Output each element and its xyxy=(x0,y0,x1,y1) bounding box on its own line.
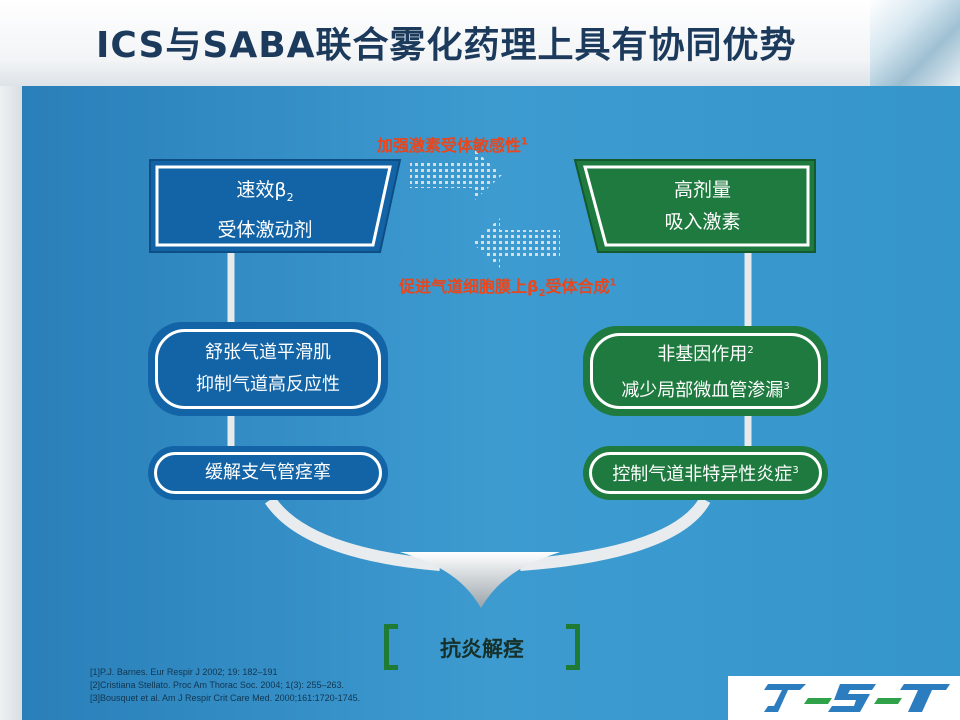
page-title: ICS与SABA联合雾化药理上具有协同优势 xyxy=(96,25,797,66)
left-bottom-pill: 缓解支气管痉挛 xyxy=(148,446,388,500)
references: [1]P.J. Barnes. Eur Respir J 2002; 19: 1… xyxy=(90,666,360,705)
right-mid-pill: 非基因作用2 减少局部微血管渗漏3 xyxy=(583,326,828,416)
bottom-arrow-sub: 2 xyxy=(538,288,546,300)
right-bracket xyxy=(566,624,580,670)
left-box-line1-text: 速效β xyxy=(236,179,287,201)
right-mid-line2: 减少局部微血管渗漏3 xyxy=(621,371,789,407)
right-box-text: 高剂量 吸入激素 xyxy=(600,174,805,238)
left-bracket xyxy=(384,624,398,670)
left-bottom-pill-border xyxy=(154,452,382,494)
right-mid-text: 非基因作用2 减少局部微血管渗漏3 xyxy=(621,335,789,407)
right-mid-pill-border xyxy=(590,333,821,409)
result-box: 抗炎解痉 xyxy=(384,624,580,670)
reference-1: [1]P.J. Barnes. Eur Respir J 2002; 19: 1… xyxy=(90,667,278,677)
bottom-arrow-ref: 1 xyxy=(609,277,617,289)
left-mid-text: 舒张气道平滑肌 抑制气道高反应性 xyxy=(196,337,340,401)
header-bar: ICS与SABA联合雾化药理上具有协同优势 xyxy=(0,0,960,86)
right-mid-line1: 非基因作用2 xyxy=(621,335,789,371)
right-bottom-pill: 控制气道非特异性炎症3 xyxy=(583,446,828,500)
right-box-line2: 吸入激素 xyxy=(664,211,741,233)
top-arrow-ref: 1 xyxy=(521,136,528,148)
logo-graphic xyxy=(764,684,950,712)
reference-2: [2]Cristiana Stellato. Proc Am Thorac So… xyxy=(90,680,344,690)
left-box-line1: 速效β2 xyxy=(160,174,370,214)
top-arrow-label: 加强激素受体敏感性1 xyxy=(377,132,528,156)
top-arrow-text: 加强激素受体敏感性 xyxy=(377,136,522,155)
left-margin-strip xyxy=(0,86,22,720)
right-mid-line1-text: 非基因作用 xyxy=(657,344,748,365)
result-text: 抗炎解痉 xyxy=(440,637,524,661)
right-bottom-text-main: 控制气道非特异性炎症 xyxy=(612,464,793,485)
company-logo xyxy=(728,676,960,720)
right-bottom-text: 控制气道非特异性炎症3 xyxy=(612,455,798,491)
left-mid-line1: 舒张气道平滑肌 xyxy=(205,342,331,363)
right-bottom-pill-border xyxy=(589,452,822,494)
right-mid-line1-ref: 2 xyxy=(747,345,754,356)
left-mid-pill-border xyxy=(155,329,381,409)
right-box-line1: 高剂量 xyxy=(673,179,731,201)
bottom-arrow-label: 促进气道细胞膜上β2受体合成1 xyxy=(399,273,616,299)
left-box-line2: 受体激动剂 xyxy=(217,218,313,241)
right-bottom-ref: 3 xyxy=(792,465,799,476)
left-box-line1-sub: 2 xyxy=(286,190,294,204)
reference-3: [3]Bousquet et al. Am J Respir Crit Care… xyxy=(90,693,361,703)
left-box-text: 速效β2 受体激动剂 xyxy=(160,174,370,246)
left-mid-pill: 舒张气道平滑肌 抑制气道高反应性 xyxy=(148,322,388,416)
bottom-arrow-text: 促进气道细胞膜上β xyxy=(399,277,539,296)
bottom-arrow-text-suffix: 受体合成 xyxy=(545,277,610,296)
left-bottom-text: 缓解支气管痉挛 xyxy=(205,462,331,483)
header-photo xyxy=(870,0,960,86)
right-mid-line2-ref: 3 xyxy=(783,381,790,392)
right-mid-line2-text: 减少局部微血管渗漏 xyxy=(621,380,784,401)
left-mid-line2: 抑制气道高反应性 xyxy=(196,374,340,395)
